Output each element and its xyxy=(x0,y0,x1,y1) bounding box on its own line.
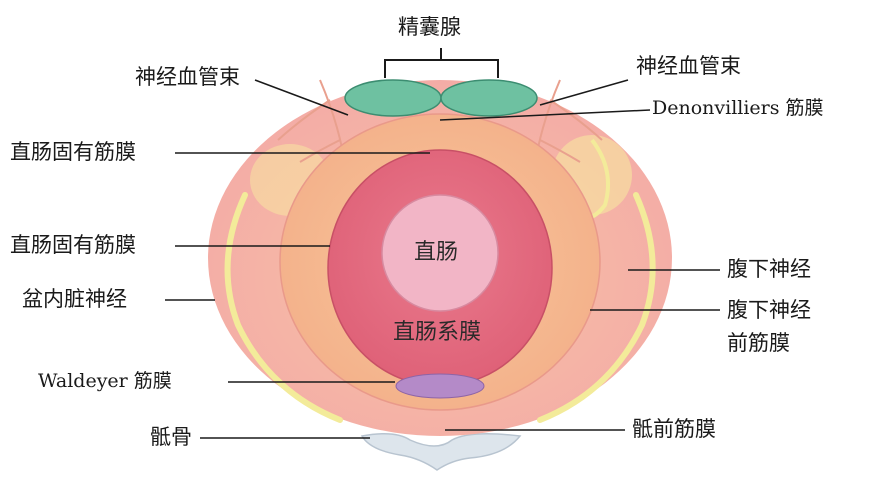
label-denonvilliers: Denonvilliers 筋膜 xyxy=(652,99,824,118)
label-sacrum: 骶骨 xyxy=(150,427,192,448)
label-hypogastric-nerve: 腹下神经 xyxy=(727,259,811,280)
label-nvb-left: 神经血管束 xyxy=(135,67,240,88)
label-mesorectum: 直肠系膜 xyxy=(393,322,481,344)
seminal-vesicle-bracket xyxy=(385,48,498,78)
sacrum-shape xyxy=(362,434,520,470)
label-waldeyer: Waldeyer 筋膜 xyxy=(38,372,172,391)
label-mesorectal-fascia-2: 直肠固有筋膜 xyxy=(10,235,136,256)
label-nvb-right: 神经血管束 xyxy=(636,56,741,77)
label-presacral-fascia: 骶前筋膜 xyxy=(632,419,716,440)
label-prehypogastric-fascia-line2: 前筋膜 xyxy=(727,333,790,354)
waldeyer-shape xyxy=(396,374,484,398)
label-prehypogastric-fascia-line1: 腹下神经 xyxy=(727,300,811,321)
seminal-vesicle-left-shape xyxy=(345,80,441,116)
label-pelvic-splanchnic-nerve: 盆内脏神经 xyxy=(22,289,127,310)
seminal-vesicle-right-shape xyxy=(441,80,537,116)
label-seminal-vesicle: 精囊腺 xyxy=(398,17,461,38)
label-rectum: 直肠 xyxy=(414,242,458,264)
label-mesorectal-fascia-1: 直肠固有筋膜 xyxy=(10,142,136,163)
